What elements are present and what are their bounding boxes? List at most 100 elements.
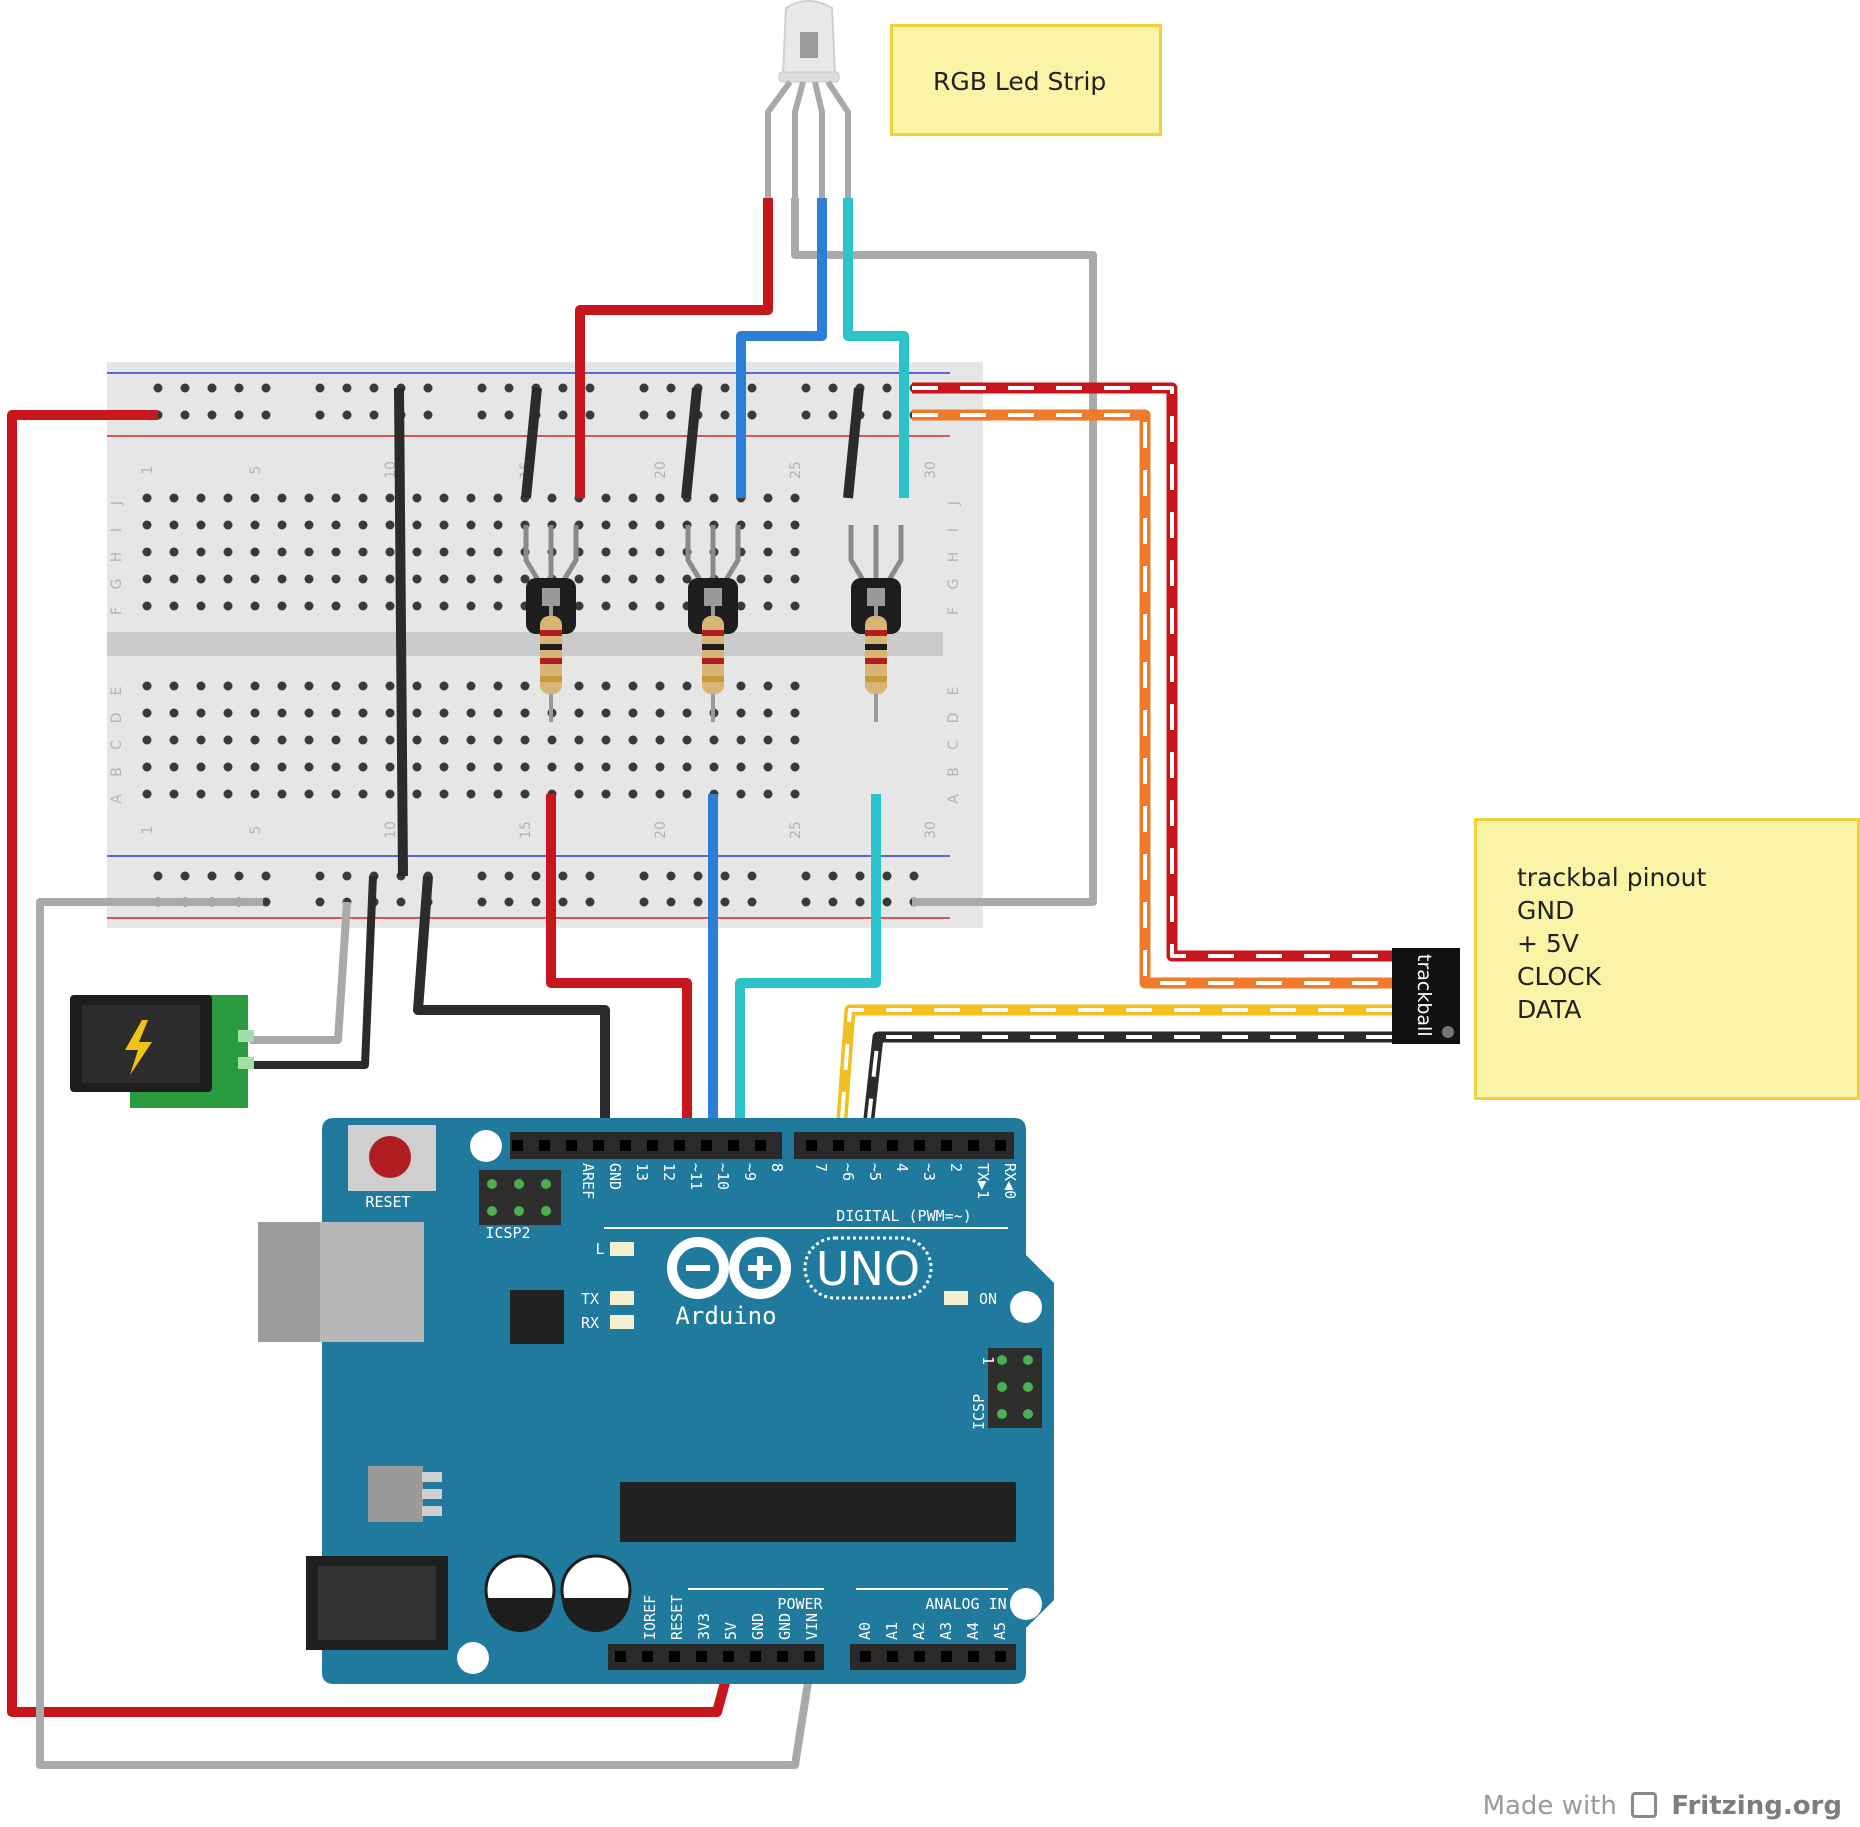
breadboard-hole [790, 735, 800, 745]
breadboard-hole [331, 789, 341, 799]
digital-pin-label: 12 [660, 1163, 678, 1181]
resistor-body [702, 616, 724, 694]
breadboard-hole [682, 708, 692, 718]
breadboard-rail-hole [207, 410, 217, 420]
icsp-pin [997, 1382, 1007, 1392]
led-l-label: L [595, 1240, 604, 1258]
transistor-marking [704, 588, 722, 606]
breadboard-hole [304, 547, 314, 557]
breadboard-rail-hole [180, 871, 190, 881]
breadboard-hole [412, 735, 422, 745]
breadboard-hole [223, 681, 233, 691]
breadboard-hole [412, 762, 422, 772]
breadboard-rail-hole [666, 897, 676, 907]
led-on [944, 1291, 968, 1305]
arduino-board [322, 1118, 1054, 1684]
breadboard-hole [358, 789, 368, 799]
breadboard-hole [682, 789, 692, 799]
regulator-pin [422, 1506, 442, 1516]
breadboard-hole [250, 493, 260, 503]
breadboard-hole [736, 708, 746, 718]
reset-button-cap[interactable] [369, 1136, 411, 1178]
breadboard-hole [385, 520, 395, 530]
breadboard-hole [277, 493, 287, 503]
header-pin [941, 1651, 952, 1662]
wire-bb-black-1 [521, 387, 542, 499]
breadboard-column-number: 15 [518, 821, 534, 839]
header-pin [701, 1140, 712, 1151]
wire-trackball-gnd-stripe [912, 386, 1392, 958]
breadboard-hole [763, 789, 773, 799]
breadboard-hole [493, 708, 503, 718]
breadboard-row-letter: G [109, 579, 125, 590]
breadboard-hole [439, 708, 449, 718]
breadboard-hole [763, 708, 773, 718]
breadboard-hole [412, 547, 422, 557]
breadboard-hole [763, 493, 773, 503]
breadboard-hole [358, 547, 368, 557]
breadboard-rail-hole [558, 871, 568, 881]
header-pin [968, 1651, 979, 1662]
icsp2-header [479, 1170, 561, 1225]
breadboard-rail-hole [504, 897, 514, 907]
analog-pin-label: A0 [856, 1622, 874, 1640]
breadboard-rail-hole [342, 871, 352, 881]
breadboard-hole [574, 708, 584, 718]
trackball-module: trackball [1392, 948, 1460, 1044]
resistor-band [702, 658, 724, 664]
breadboard-hole [277, 547, 287, 557]
breadboard-hole [628, 735, 638, 745]
led-tx [610, 1291, 634, 1305]
breadboard-rail-hole [720, 383, 730, 393]
credit-brand: Fritzing.org [1671, 1791, 1842, 1821]
digital-header-label: DIGITAL (PWM=~) [836, 1207, 971, 1225]
breadboard-hole [655, 735, 665, 745]
wire-trackball-5v-stripe [912, 413, 1392, 985]
breadboard-hole [574, 735, 584, 745]
breadboard-rail-hole [369, 410, 379, 420]
breadboard-hole [439, 762, 449, 772]
breadboard-hole [331, 547, 341, 557]
resistor-band [865, 658, 887, 664]
breadboard-hole [142, 574, 152, 584]
transistor-marking [542, 588, 560, 606]
breadboard-hole [439, 520, 449, 530]
wire-to-pin9 [735, 794, 881, 1145]
header-pin [887, 1651, 898, 1662]
breadboard-hole [601, 735, 611, 745]
header-pin [593, 1140, 604, 1151]
breadboard-hole [223, 601, 233, 611]
breadboard-rail-hole [477, 383, 487, 393]
header-pin [995, 1140, 1006, 1151]
breadboard-hole [169, 547, 179, 557]
breadboard-hole [304, 762, 314, 772]
breadboard-hole [628, 708, 638, 718]
header-pin [750, 1651, 761, 1662]
breadboard-hole [196, 708, 206, 718]
breadboard-rail-hole [801, 897, 811, 907]
power-pin-label: IOREF [641, 1595, 659, 1640]
breadboard-rail-hole [882, 383, 892, 393]
breadboard-row-letter: H [946, 552, 962, 563]
breadboard-hole [277, 681, 287, 691]
breadboard-hole [223, 708, 233, 718]
voltage-regulator [368, 1466, 423, 1522]
breadboard-hole [520, 789, 530, 799]
breadboard-hole [439, 601, 449, 611]
breadboard-rail-hole [261, 383, 271, 393]
breadboard-row-letter: E [109, 687, 125, 696]
digital-pin-label: 2 [947, 1163, 965, 1172]
breadboard-rail-hole [234, 410, 244, 420]
header-pin [512, 1140, 523, 1151]
breadboard-hole [277, 574, 287, 584]
breadboard-hole [601, 708, 611, 718]
breadboard-column-number: 20 [653, 461, 669, 479]
breadboard-hole [763, 681, 773, 691]
breadboard-hole [304, 520, 314, 530]
breadboard-hole [304, 789, 314, 799]
breadboard-rail-hole [882, 897, 892, 907]
breadboard-rail-hole [531, 897, 541, 907]
power-pin-label: VIN [803, 1613, 821, 1640]
breadboard-row-letter: H [109, 552, 125, 563]
breadboard-rail-hole [855, 897, 865, 907]
